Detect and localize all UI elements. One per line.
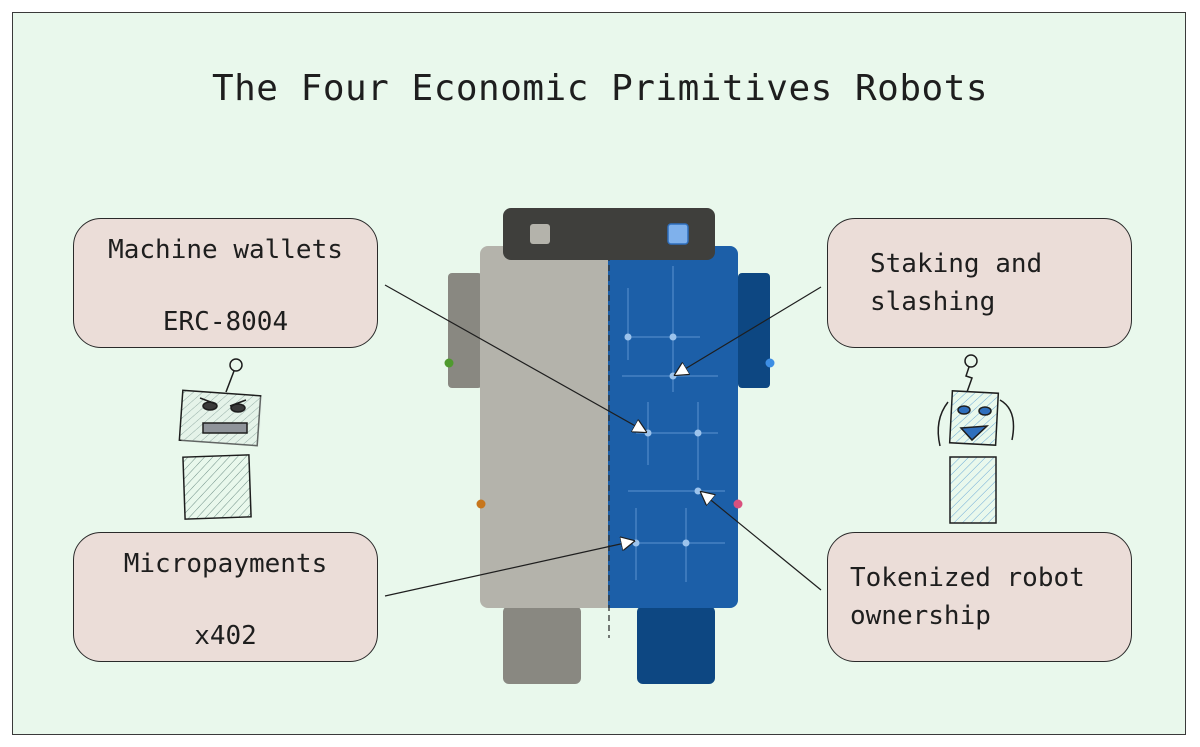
machine-wallets-card: Machine wallets ERC-8004 — [73, 218, 378, 348]
robot-right-eye — [668, 224, 688, 244]
robot-body-gray — [480, 246, 614, 608]
green-dot — [445, 359, 454, 368]
machine-wallets-label: Machine wallets — [74, 235, 377, 265]
tokenized-label-line1: Tokenized robot — [850, 563, 1153, 593]
tokenized-card: Tokenized robot ownership — [827, 532, 1132, 662]
micropayments-card: Micropayments x402 — [73, 532, 378, 662]
small-gray-robot — [179, 359, 262, 519]
main-robot — [445, 208, 775, 684]
x402-label: x402 — [74, 621, 377, 651]
orange-dot — [477, 500, 486, 509]
erc-8004-label: ERC-8004 — [74, 307, 377, 337]
micropayments-label: Micropayments — [74, 549, 377, 579]
staking-label-line2: slashing — [870, 287, 1173, 317]
staking-label-line1: Staking and — [870, 249, 1173, 279]
small-blue-robot — [938, 355, 1013, 523]
blue-dot — [766, 359, 775, 368]
robot-right-arm — [738, 273, 770, 388]
robot-right-leg — [637, 606, 715, 684]
robot-left-leg — [503, 606, 581, 684]
robot-left-eye — [530, 224, 550, 244]
staking-card: Staking and slashing — [827, 218, 1132, 348]
small-gray-robot-body — [183, 455, 251, 519]
small-blue-robot-body — [950, 457, 996, 523]
tokenized-label-line2: ownership — [850, 601, 1153, 631]
pink-dot — [734, 500, 743, 509]
